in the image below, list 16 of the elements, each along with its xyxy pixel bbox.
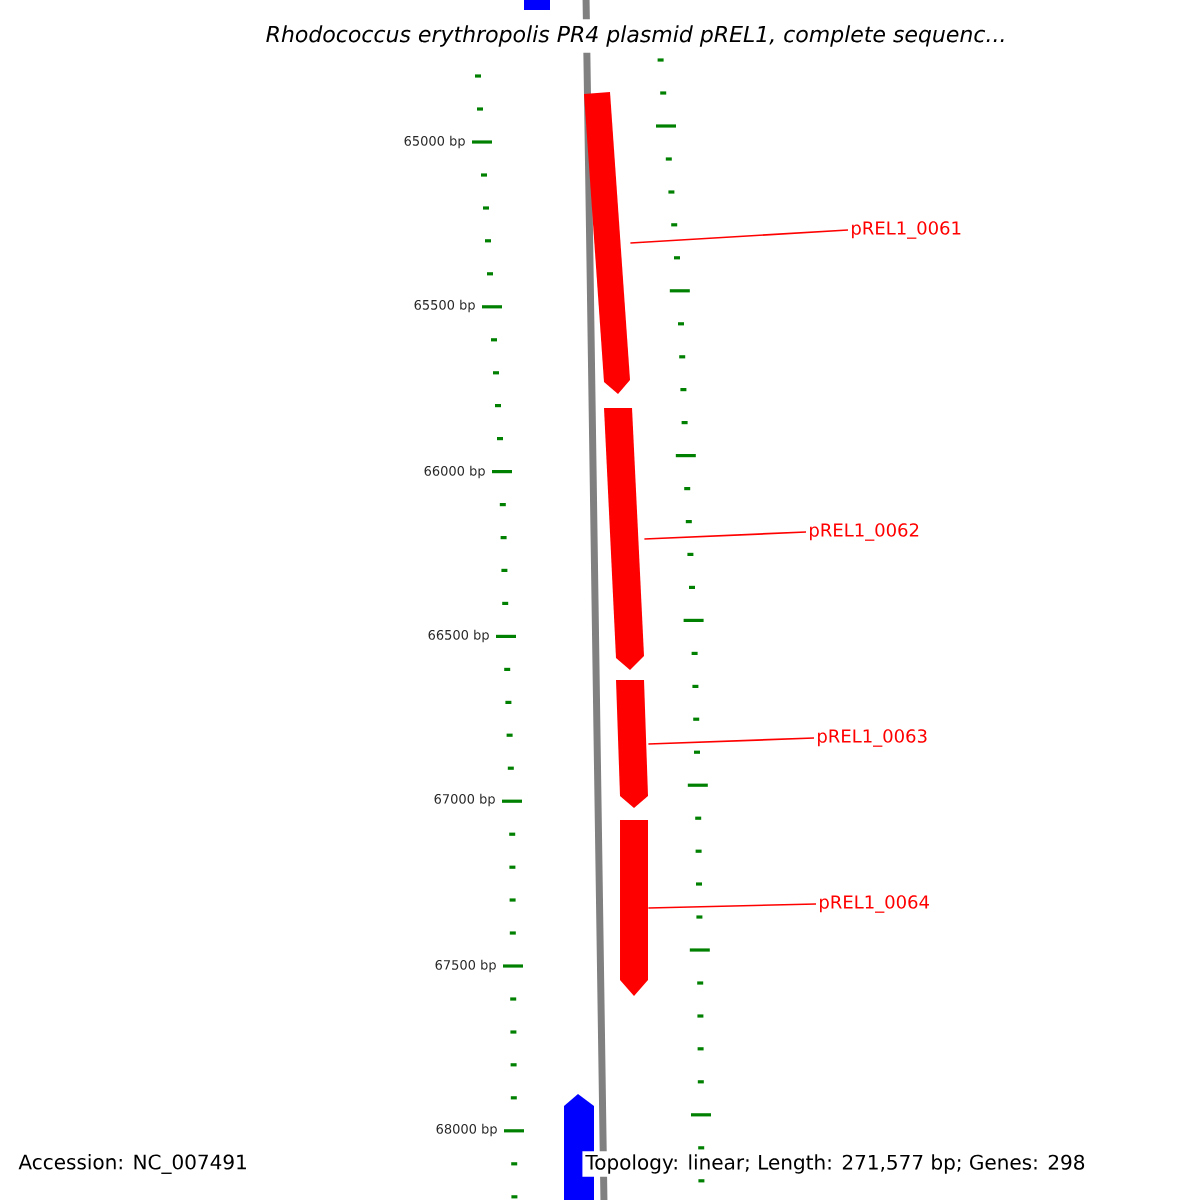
gene-feature [616, 680, 648, 808]
leader-line [643, 531, 807, 540]
info-text: Topology: linear; Length: 271,577 bp; Genes: 298 [582, 1151, 1089, 1177]
gene-label: pREL1_0064 [820, 895, 929, 913]
leader-line [629, 229, 849, 244]
gene-feature [524, 0, 550, 10]
gene-feature [584, 92, 630, 394]
gene-label: pREL1_0062 [810, 523, 919, 541]
title: Rhodococcus erythropolis PR4 plasmid pREL1, complete sequenc... [259, 19, 1013, 53]
leader-line [647, 903, 817, 909]
gene-feature [620, 820, 648, 996]
gene-label: pREL1_0063 [818, 729, 927, 747]
gene-label: pREL1_0061 [852, 221, 961, 239]
gene-feature [604, 408, 644, 670]
accession-text: Accession: NC_007491 [18, 1154, 246, 1174]
leader-line [647, 737, 815, 745]
